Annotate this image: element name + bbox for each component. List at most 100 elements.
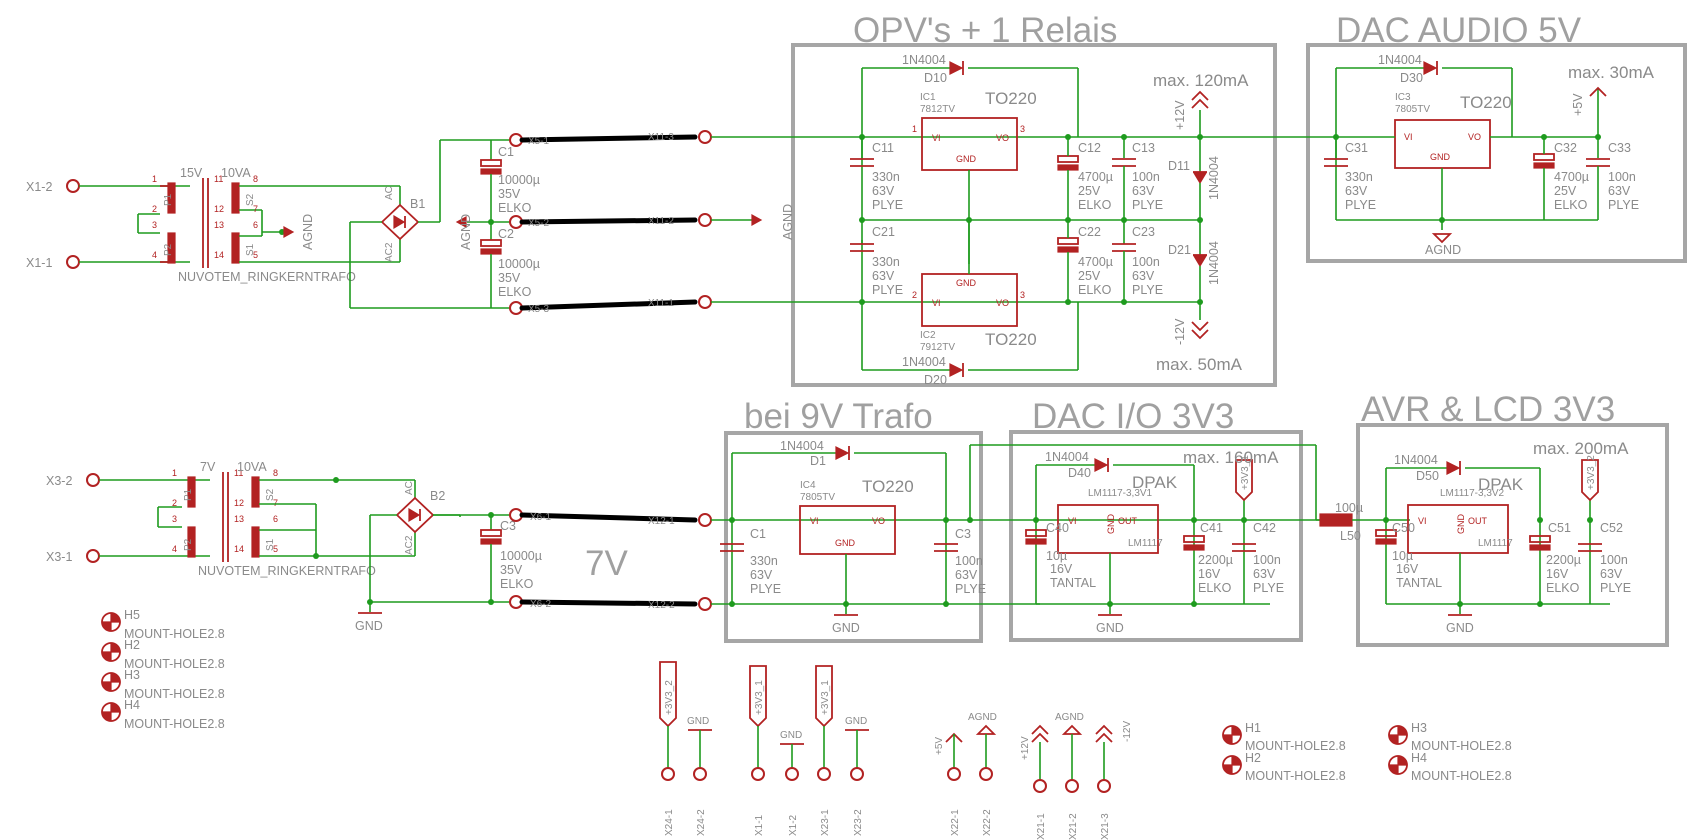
svg-text:3: 3 xyxy=(1020,124,1025,134)
svg-text:IC3: IC3 xyxy=(1395,92,1411,103)
pin-x23-2[interactable] xyxy=(850,767,864,781)
connector-x11-2-pad[interactable] xyxy=(698,213,712,227)
svg-text:P1: P1 xyxy=(183,488,194,501)
svg-text:16V: 16V xyxy=(1396,562,1419,576)
connector-x3-1-pad[interactable] xyxy=(86,549,100,563)
svg-text:100n: 100n xyxy=(1132,170,1160,184)
svg-text:X11-1: X11-1 xyxy=(648,298,674,309)
cap-c11-name: C11 xyxy=(872,141,894,155)
connector-x1-1-pad[interactable] xyxy=(66,255,80,269)
bei9v-section-box xyxy=(724,431,983,643)
svg-text:ELKO: ELKO xyxy=(1546,581,1580,595)
svg-text:100n: 100n xyxy=(1132,255,1160,269)
connector-x3-2-pad[interactable] xyxy=(86,473,100,487)
svg-text:X24-1: X24-1 xyxy=(664,809,675,836)
svg-text:63V: 63V xyxy=(1132,184,1155,198)
svg-text:GND: GND xyxy=(780,730,802,741)
svg-text:10000µ: 10000µ xyxy=(500,549,542,563)
svg-text:1: 1 xyxy=(172,468,177,478)
connector-x11-1-pad[interactable] xyxy=(698,295,712,309)
svg-text:1N4004: 1N4004 xyxy=(902,355,946,369)
pin-x21-2[interactable] xyxy=(1065,779,1079,793)
svg-text:6: 6 xyxy=(253,220,258,230)
pin-x24-2[interactable] xyxy=(693,767,707,781)
svg-text:X22-1: X22-1 xyxy=(950,809,961,836)
svg-text:X1-2: X1-2 xyxy=(788,814,799,836)
svg-text:330n: 330n xyxy=(872,170,900,184)
svg-text:13: 13 xyxy=(214,220,224,230)
dac-audio-section-box xyxy=(1306,43,1687,263)
p12v-label: +12V xyxy=(1173,100,1187,130)
pin-x24-1[interactable] xyxy=(661,767,675,781)
svg-text:12: 12 xyxy=(214,204,224,214)
svg-text:TO220: TO220 xyxy=(985,89,1037,108)
svg-text:LM1117: LM1117 xyxy=(1478,538,1513,549)
svg-text:MOUNT-HOLE2.8: MOUNT-HOLE2.8 xyxy=(124,657,225,671)
svg-text:100n: 100n xyxy=(1608,170,1636,184)
connector-x12-2-pad[interactable] xyxy=(698,597,712,611)
bridge-b2-label: B2 xyxy=(430,489,445,503)
transformer-2-name: NUVOTEM_RINGKERNTRAFO xyxy=(198,564,376,578)
svg-text:2: 2 xyxy=(912,290,917,300)
pin-x1-1[interactable] xyxy=(751,767,765,781)
inductor-l50-value: 100µ xyxy=(1335,501,1363,515)
lower-bus: C3 10000µ 35V ELKO X6-1 X6-2 X12-1 X12-2 xyxy=(480,508,1320,611)
pin-x22-2[interactable] xyxy=(979,767,993,781)
svg-text:DPAK: DPAK xyxy=(1478,475,1524,494)
dac-io-section-title: DAC I/O 3V3 xyxy=(1032,397,1234,436)
svg-text:S2: S2 xyxy=(265,488,276,501)
reservoir-caps-upper: AGND C1 10000µ 35V ELKO C2 10000µ 35V EL… xyxy=(455,140,540,308)
connector-x12-1-pad[interactable] xyxy=(698,513,712,527)
agnd-label-caps: AGND xyxy=(459,214,473,250)
svg-text:13: 13 xyxy=(234,514,244,524)
svg-text:X21-2: X21-2 xyxy=(1068,813,1079,840)
svg-text:63V: 63V xyxy=(872,184,895,198)
cap-c2-name: C2 xyxy=(498,227,514,241)
svg-text:8: 8 xyxy=(253,174,258,184)
svg-text:MOUNT-HOLE2.8: MOUNT-HOLE2.8 xyxy=(124,717,225,731)
svg-text:GND: GND xyxy=(1456,514,1466,535)
cap-c1-low-name: C1 xyxy=(750,527,766,541)
connector-x1-2-pad[interactable] xyxy=(66,179,80,193)
pin-x1-2[interactable] xyxy=(785,767,799,781)
pin-x21-3[interactable] xyxy=(1097,779,1111,793)
regulator-ic4 xyxy=(799,505,896,555)
inductor-l50: 100µ L50 xyxy=(1316,501,1410,543)
svg-text:+3V3_2: +3V3_2 xyxy=(664,680,675,715)
pin-x21-1[interactable] xyxy=(1033,779,1047,793)
avr-section-box xyxy=(1356,423,1669,647)
pin-x23-1[interactable] xyxy=(817,767,831,781)
seven-v-label: 7V xyxy=(585,544,628,583)
connector-x11-3-pad[interactable] xyxy=(698,130,712,144)
regulator-ldo2 xyxy=(1407,504,1509,554)
svg-text:330n: 330n xyxy=(1345,170,1373,184)
svg-text:P1: P1 xyxy=(163,193,174,206)
svg-text:-12V: -12V xyxy=(1122,721,1133,742)
diode-d10-label: D10 xyxy=(924,71,947,85)
gnd-label-b2: GND xyxy=(355,619,383,633)
svg-text:VI: VI xyxy=(932,298,941,308)
svg-text:X5-3: X5-3 xyxy=(528,304,550,315)
svg-text:TANTAL: TANTAL xyxy=(1396,576,1442,590)
svg-text:MOUNT-HOLE2.8: MOUNT-HOLE2.8 xyxy=(1411,769,1512,783)
svg-text:4: 4 xyxy=(172,544,177,554)
pin-x22-1[interactable] xyxy=(947,767,961,781)
svg-text:AGND: AGND xyxy=(968,712,997,723)
connector-x1-1-label: X1-1 xyxy=(26,256,52,270)
svg-text:5: 5 xyxy=(253,250,258,260)
cap-c3-low-name: C3 xyxy=(955,527,971,541)
svg-text:LM1117-3,3V1: LM1117-3,3V1 xyxy=(1088,488,1153,499)
max-120ma-note: max. 120mA xyxy=(1153,71,1249,90)
mount-h1-label: H1 xyxy=(1245,721,1261,735)
svg-text:35V: 35V xyxy=(498,271,521,285)
max-50ma-note: max. 50mA xyxy=(1156,355,1243,374)
gnd-label-ldo1: GND xyxy=(1096,621,1124,635)
svg-text:VI: VI xyxy=(932,133,941,143)
cap-c23-name: C23 xyxy=(1132,225,1155,239)
svg-text:LM1117-3,3V2: LM1117-3,3V2 xyxy=(1440,488,1505,499)
cap-c1-top-name: C1 xyxy=(498,145,514,159)
svg-text:1: 1 xyxy=(152,174,157,184)
svg-text:PLYE: PLYE xyxy=(872,283,903,297)
